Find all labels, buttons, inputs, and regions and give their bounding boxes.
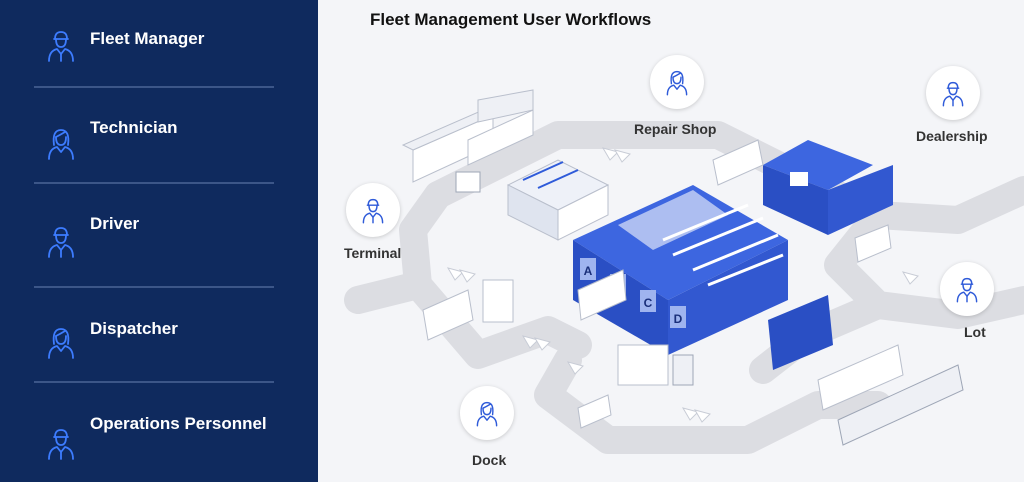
arrow-markers: [446, 147, 919, 423]
role-label: Technician: [90, 118, 178, 137]
male-person-icon: [46, 426, 76, 460]
role-sidebar: Fleet Manager Technician Driver Dispatch…: [0, 0, 318, 482]
location-label: Dealership: [916, 128, 988, 144]
divider: [34, 86, 274, 88]
bay-door: [580, 258, 596, 280]
trucks-top-left: [401, 89, 534, 193]
location-marker: [460, 386, 514, 440]
male-person-icon: [955, 275, 979, 303]
role-label: Operations Personnel: [90, 414, 267, 433]
page-title: Fleet Management User Workflows: [370, 10, 652, 29]
workflow-map: A B C D: [318, 0, 1024, 482]
divider: [34, 381, 274, 383]
female-person-icon: [46, 126, 76, 160]
divider: [34, 286, 274, 288]
location-label: Dock: [472, 452, 507, 468]
bay-door: [640, 290, 656, 312]
bay-label: A: [584, 264, 593, 278]
location-label: Terminal: [344, 245, 402, 261]
divider: [34, 182, 274, 184]
bay-label: C: [644, 296, 653, 310]
bay-label: D: [674, 312, 683, 326]
dealership-building: [763, 140, 893, 235]
female-person-icon: [46, 325, 76, 359]
logistics-illustration: A B C D: [344, 89, 1024, 454]
role-label: Fleet Manager: [90, 29, 205, 48]
female-person-icon: [475, 399, 499, 427]
location-marker: [926, 66, 980, 120]
male-person-icon: [46, 224, 76, 258]
male-person-icon: [941, 79, 965, 107]
male-person-icon: [46, 28, 76, 62]
male-person-icon: [361, 196, 385, 224]
role-label: Dispatcher: [90, 319, 178, 338]
female-person-icon: [665, 68, 689, 96]
role-label: Driver: [90, 214, 140, 233]
location-marker: [650, 55, 704, 109]
warehouse-small: [506, 159, 610, 241]
location-label: Repair Shop: [634, 121, 717, 137]
location-marker: [940, 262, 994, 316]
location-marker: [346, 183, 400, 237]
bay-door: [670, 306, 686, 328]
location-label: Lot: [964, 324, 986, 340]
vehicles: [422, 139, 964, 446]
